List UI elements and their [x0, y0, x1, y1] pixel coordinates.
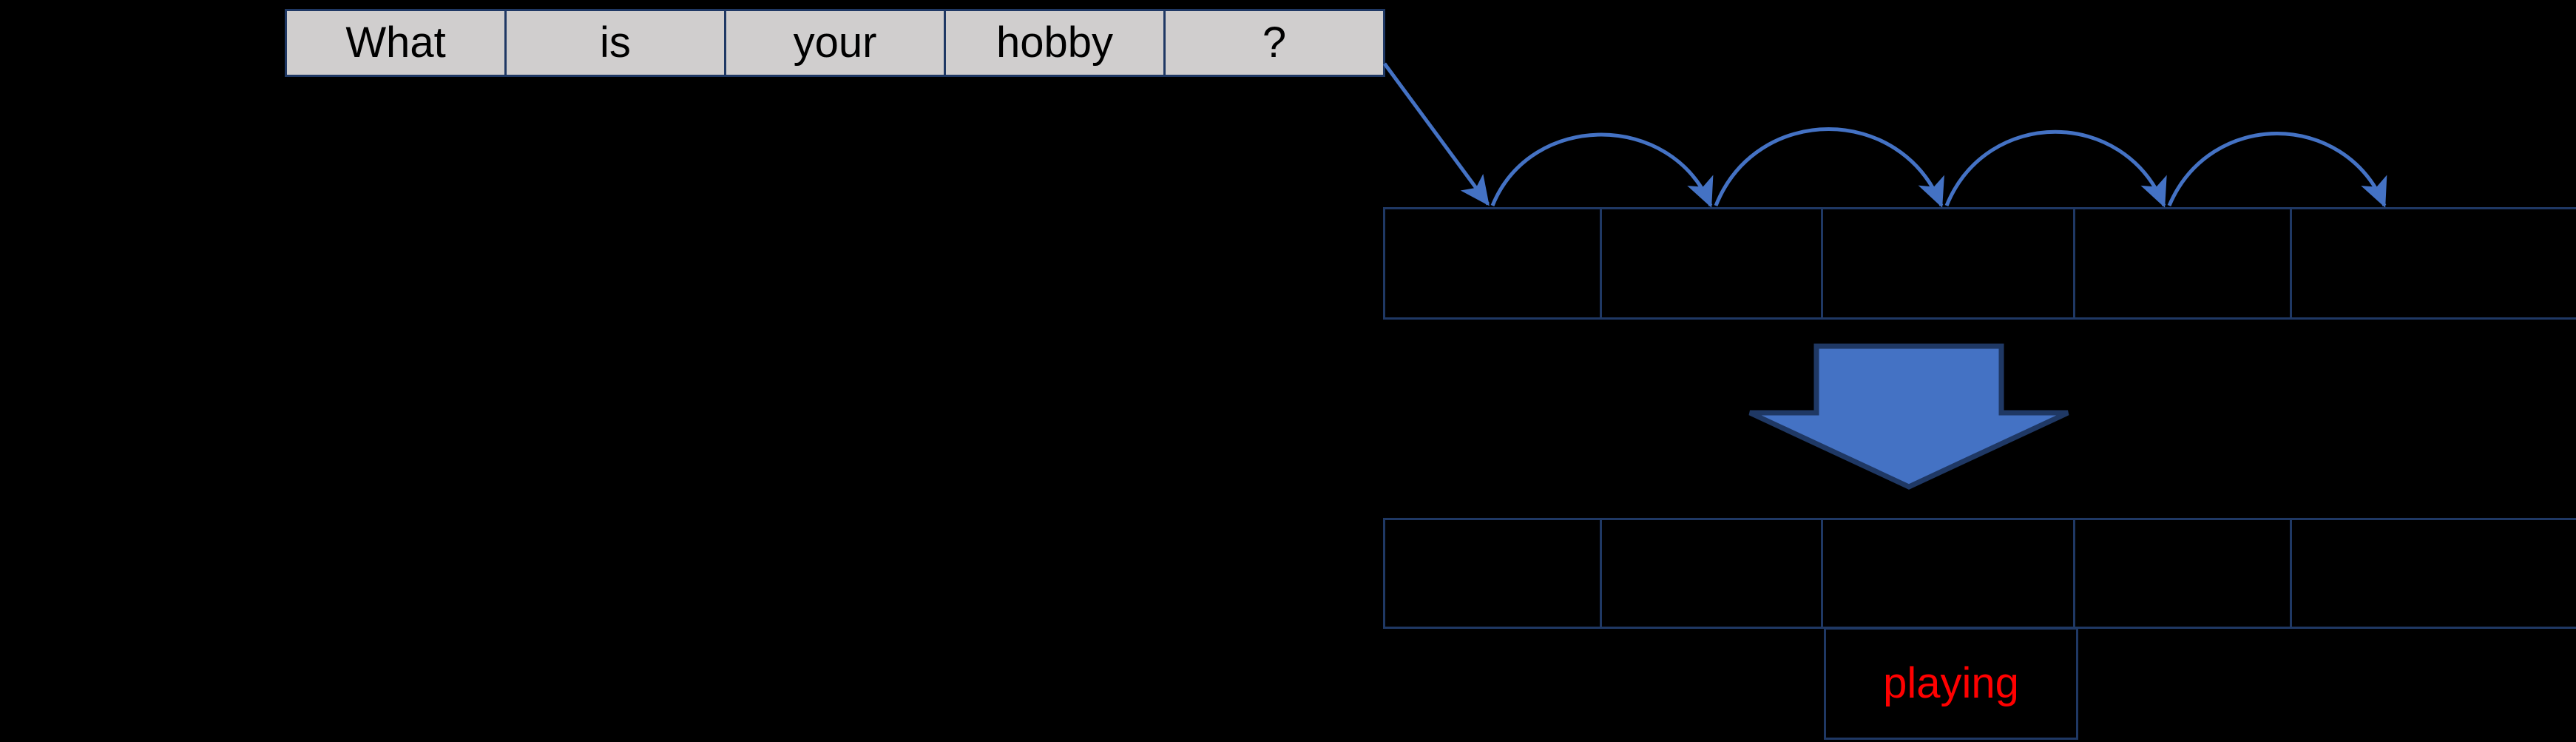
predicted-token-cell: playing	[1824, 627, 2078, 740]
question-token-cell: What	[285, 9, 507, 77]
question-token-cell: is	[504, 9, 726, 77]
decoder-slot-cell	[1821, 518, 2075, 629]
encoder-slot-cell	[2290, 207, 2576, 320]
question-token-cell: hobby	[944, 9, 1166, 77]
recurrent-step-arrow	[1714, 127, 1944, 208]
encoder-row	[1383, 207, 2576, 320]
transform-block-arrow	[1748, 343, 2069, 490]
question-token-cell: your	[724, 9, 946, 77]
recurrent-step-arrow	[1944, 129, 2167, 208]
input-question-row: What is your hobby ?	[285, 9, 1385, 77]
encoder-slot-cell	[1600, 207, 1823, 320]
feed-input-arrow	[1382, 62, 1490, 206]
decoder-row	[1383, 518, 2576, 629]
encoder-slot-cell	[2073, 207, 2292, 320]
decoder-slot-cell	[2073, 518, 2292, 629]
encoder-slot-cell	[1821, 207, 2075, 320]
decoder-slot-cell	[1383, 518, 1602, 629]
recurrent-step-arrow	[2167, 132, 2387, 208]
decoder-slot-cell	[2290, 518, 2576, 629]
encoder-slot-cell	[1383, 207, 1602, 320]
recurrent-step-arrow	[1490, 132, 1714, 208]
decoder-slot-cell	[1600, 518, 1823, 629]
question-token-cell: ?	[1163, 9, 1385, 77]
